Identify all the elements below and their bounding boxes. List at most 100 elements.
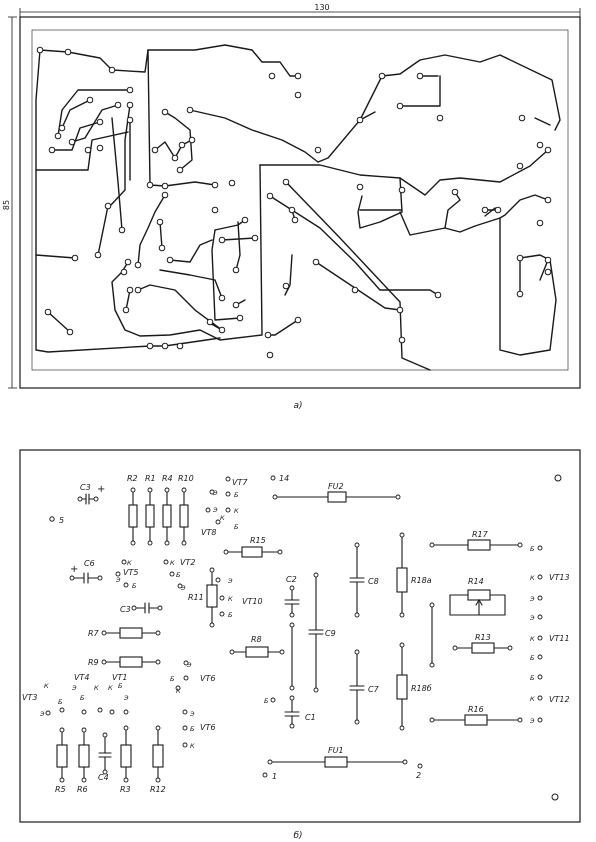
svg-text:Э: Э xyxy=(529,614,535,622)
label-pin2: 2 xyxy=(416,771,421,780)
label-pin5: 5 xyxy=(59,516,64,525)
board-inner-frame xyxy=(31,29,569,371)
copper-traces xyxy=(35,44,561,371)
svg-text:Э: Э xyxy=(39,710,45,718)
svg-text:К: К xyxy=(44,682,49,690)
svg-text:К: К xyxy=(234,507,239,515)
label-c4: C4 xyxy=(98,773,109,782)
svg-text:Б: Б xyxy=(530,545,535,553)
label-r17: R17 xyxy=(472,530,489,539)
mounting-hole xyxy=(49,516,55,522)
label-vt10: VT10 xyxy=(242,597,263,606)
label-vt4: VT4 xyxy=(74,673,89,682)
label-c3-plus: + xyxy=(97,484,105,495)
trace-layout-panel: 130 85 xyxy=(2,3,581,389)
label-r15: R15 xyxy=(250,536,266,545)
svg-text:Э: Э xyxy=(529,717,535,725)
board-outline-top xyxy=(19,16,581,389)
svg-text:Б: Б xyxy=(118,682,123,690)
label-vt6: VT6 xyxy=(200,674,215,683)
svg-text:Э: Э xyxy=(529,595,535,603)
svg-text:К: К xyxy=(170,559,175,567)
svg-text:К: К xyxy=(127,559,132,567)
label-fu1: FU1 xyxy=(328,746,344,755)
svg-text:Б: Б xyxy=(530,674,535,682)
label-pin1: 1 xyxy=(272,772,277,781)
solder-pads xyxy=(36,46,552,359)
svg-text:Б: Б xyxy=(190,725,195,733)
label-vt2: VT2 xyxy=(180,558,195,567)
component-outlines xyxy=(56,489,521,781)
component-pads xyxy=(45,475,543,783)
label-r7: R7 xyxy=(88,629,100,638)
svg-text:Э: Э xyxy=(212,506,218,514)
label-r6: R6 xyxy=(77,785,88,794)
label-c8: C8 xyxy=(368,577,379,586)
height-dimension-label: 85 xyxy=(2,200,11,210)
label-r2: R2 xyxy=(127,474,138,483)
svg-text:К: К xyxy=(220,514,225,522)
label-r11: R11 xyxy=(188,593,204,602)
label-c2: C2 xyxy=(286,575,297,584)
label-fu2: FU2 xyxy=(328,482,344,491)
svg-text:Э: Э xyxy=(227,577,233,585)
svg-text:Э: Э xyxy=(189,710,195,718)
svg-text:К: К xyxy=(530,574,535,582)
label-c7: C7 xyxy=(368,685,380,694)
svg-text:Б: Б xyxy=(228,611,233,619)
svg-text:Б: Б xyxy=(170,675,175,683)
label-r12: R12 xyxy=(150,785,166,794)
caption-top: а) xyxy=(293,401,302,411)
svg-text:Э: Э xyxy=(115,576,121,584)
svg-text:Э: Э xyxy=(123,694,129,702)
svg-text:Э: Э xyxy=(180,584,186,592)
svg-text:К: К xyxy=(176,687,181,695)
label-r10: R10 xyxy=(178,474,194,483)
label-c3-top: C3 xyxy=(80,483,91,492)
label-r14: R14 xyxy=(468,577,484,586)
svg-text:Б: Б xyxy=(80,694,85,702)
svg-text:Б: Б xyxy=(176,571,181,579)
mounting-hole xyxy=(554,474,562,482)
label-c9: C9 xyxy=(325,629,336,638)
svg-text:К: К xyxy=(530,635,535,643)
label-c6: C6 xyxy=(84,559,95,568)
label-vt8: VT8 xyxy=(201,528,216,537)
label-vt6-lower: VT6 xyxy=(200,723,215,732)
svg-text:Б: Б xyxy=(530,654,535,662)
svg-text:Б: Б xyxy=(234,523,239,531)
label-r9: R9 xyxy=(88,658,99,667)
component-layout-panel: C3 + R2 R1 R4 R10 VT7 VT8 14 5 FU2 R15 C… xyxy=(19,449,581,823)
label-vt7: VT7 xyxy=(232,478,248,487)
label-c6-plus: + xyxy=(70,564,78,575)
label-vt11: VT11 xyxy=(549,634,570,643)
label-r13: R13 xyxy=(475,633,491,642)
board-outline-bottom xyxy=(19,449,581,823)
svg-text:Э: Э xyxy=(71,684,77,692)
caption-bottom: б) xyxy=(293,831,302,841)
svg-text:К: К xyxy=(190,742,195,750)
svg-text:Б: Б xyxy=(132,582,137,590)
label-vt12: VT12 xyxy=(549,695,570,704)
svg-text:К: К xyxy=(108,684,113,692)
label-r5: R5 xyxy=(55,785,66,794)
label-pin14: 14 xyxy=(279,474,289,483)
label-r1: R1 xyxy=(145,474,156,483)
svg-text:Э: Э xyxy=(186,661,192,669)
label-r18b: R18б xyxy=(411,684,432,693)
label-c1: C1 xyxy=(305,713,316,722)
svg-text:Б: Б xyxy=(234,491,239,499)
mounting-hole xyxy=(551,793,559,801)
label-r16: R16 xyxy=(468,705,484,714)
label-r4: R4 xyxy=(162,474,173,483)
component-labels: C3 + R2 R1 R4 R10 VT7 VT8 14 5 FU2 R15 C… xyxy=(22,474,570,794)
svg-text:К: К xyxy=(228,595,233,603)
label-r3: R3 xyxy=(120,785,131,794)
label-vt3: VT3 xyxy=(22,693,37,702)
label-r18a: R18а xyxy=(411,576,432,585)
svg-text:Б: Б xyxy=(264,697,269,705)
label-vt1: VT1 xyxy=(112,673,127,682)
svg-text:Э: Э xyxy=(212,489,218,497)
svg-text:Б: Б xyxy=(58,698,63,706)
